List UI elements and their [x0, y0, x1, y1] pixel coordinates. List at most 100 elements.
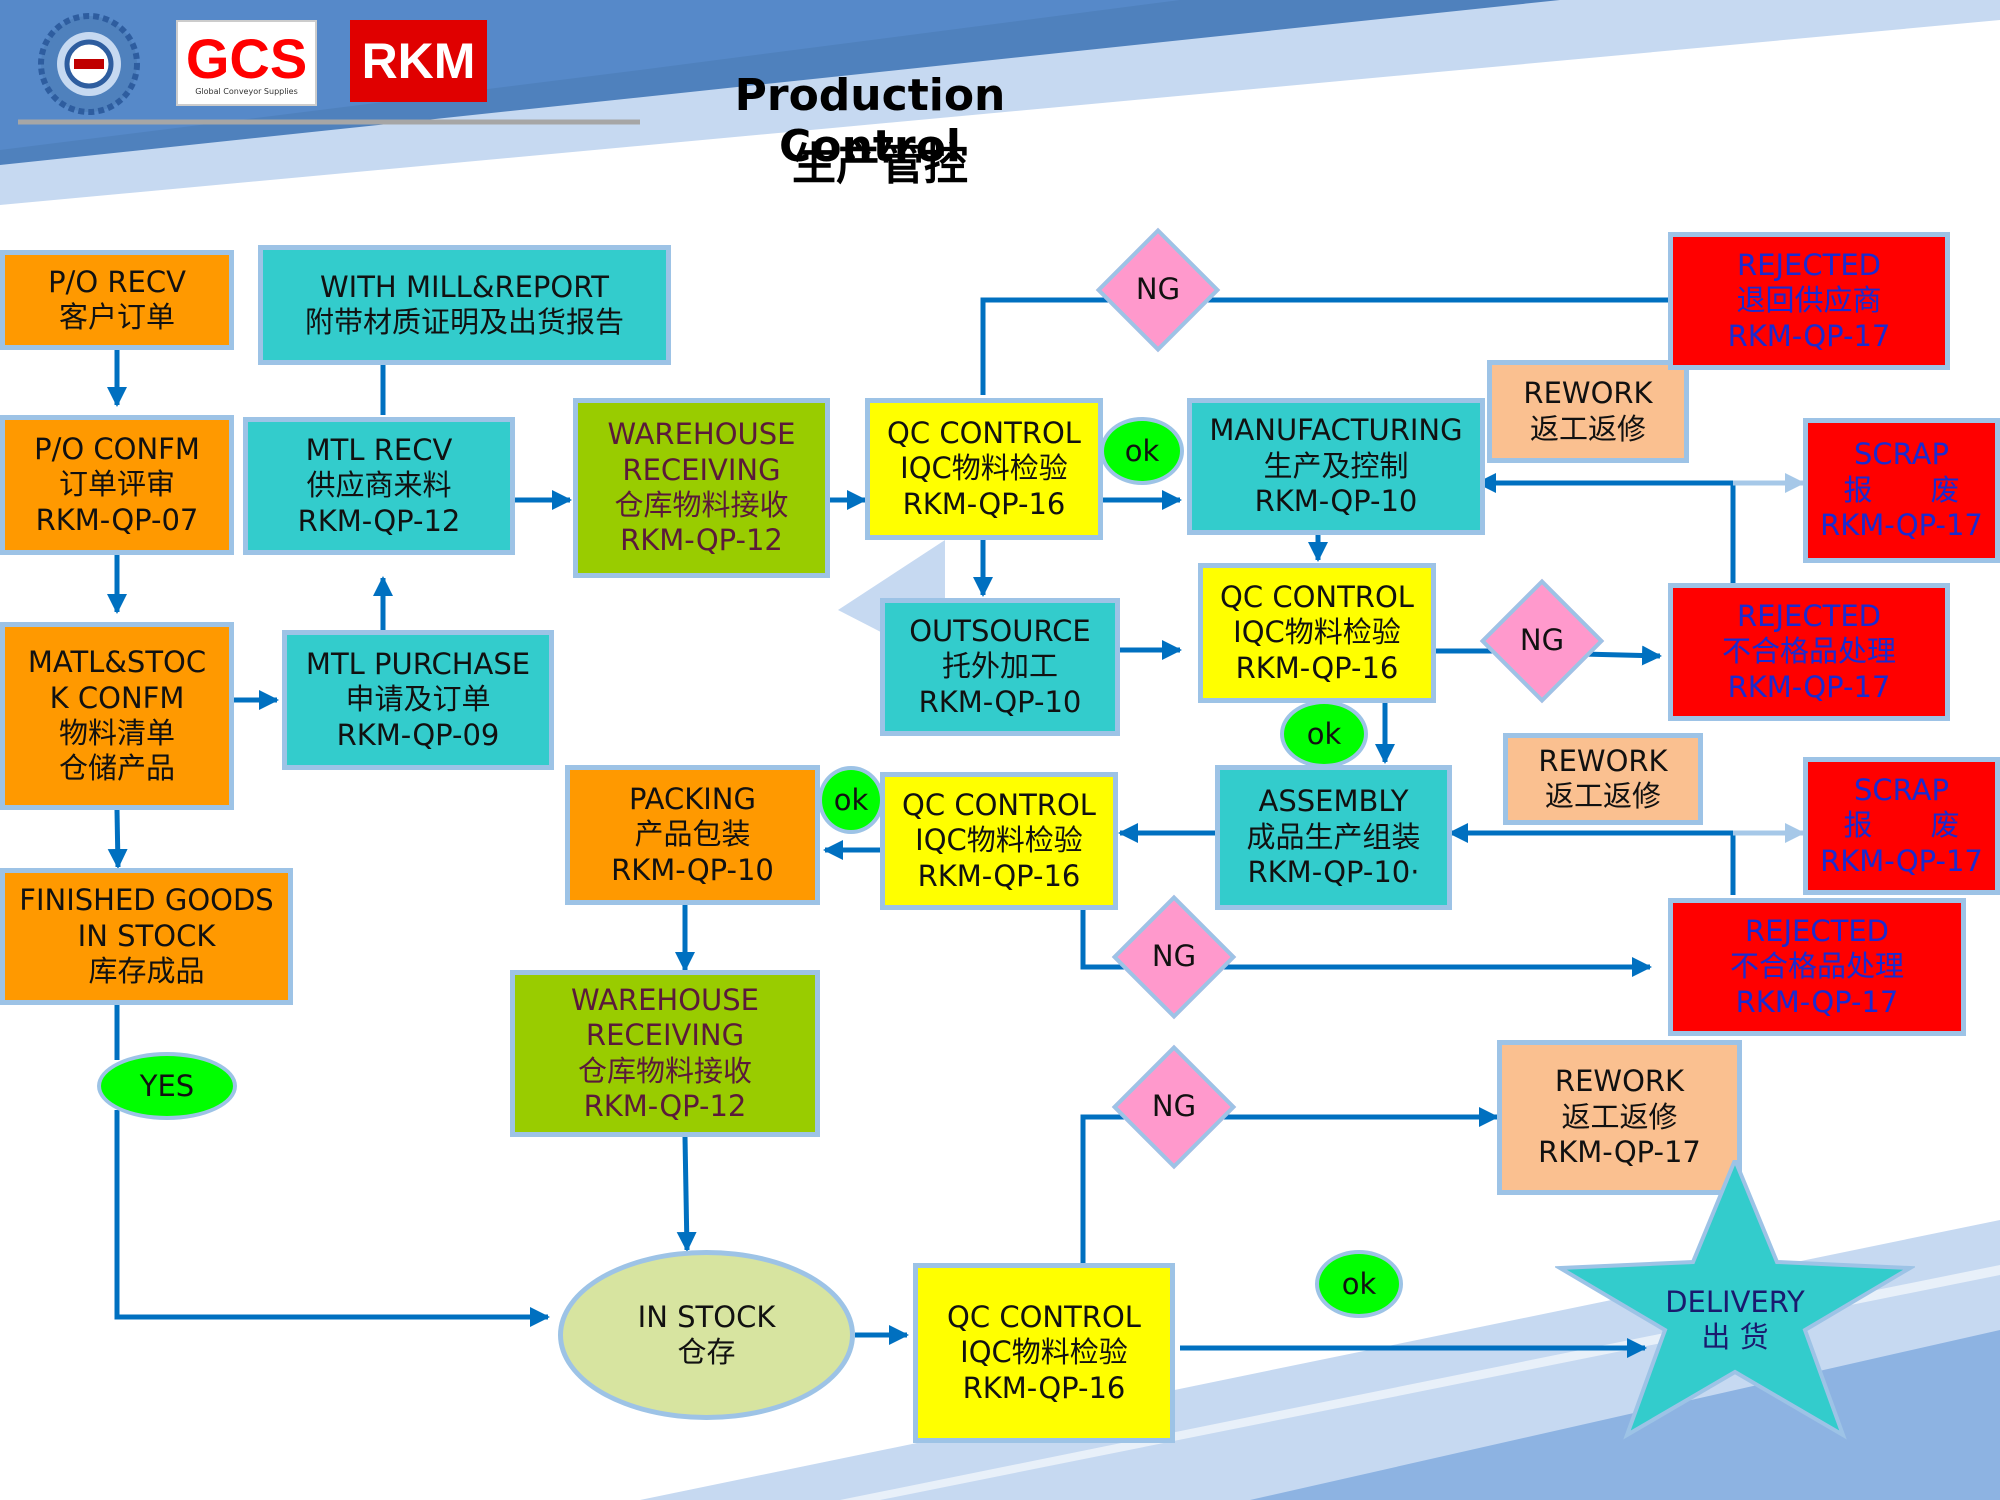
node-mtl-recv-line-2: 供应商来料	[306, 468, 452, 503]
gcs-logo: GCS Global Conveyor Supplies	[176, 20, 317, 106]
node-mtl-recv-line-1: MTL RECV	[305, 432, 453, 467]
ok-badge-2: ok	[1280, 700, 1368, 768]
ok-badge-1: ok	[1100, 417, 1184, 485]
node-matl-stock-confm-line-4: 仓储产品	[58, 751, 175, 786]
gcs-logo-subtitle: Global Conveyor Supplies	[195, 86, 298, 96]
company-gear-logo	[30, 12, 148, 117]
edge-qc1-to-ng1	[980, 297, 1118, 395]
node-warehouse-receiving-2-line-2: RECEIVING	[585, 1018, 745, 1053]
node-assembly-line-1: ASSEMBLY	[1258, 784, 1409, 819]
node-scrap-1-line-1: SCRAP	[1854, 437, 1949, 472]
edge-rejected3-to-assembly	[1448, 823, 1736, 895]
node-in-stock-line-1: IN STOCK	[637, 1299, 776, 1334]
node-rework-2-line-1: REWORK	[1538, 743, 1668, 778]
page-subtitle: 生产管控	[792, 139, 968, 190]
page-title: Production Control	[734, 70, 1006, 172]
node-rework-3-line-1: REWORK	[1554, 1064, 1685, 1099]
edge-yes-to-in-stock	[114, 1110, 550, 1327]
node-mill-report-line-2: 附带材质证明及出货报告	[304, 305, 624, 339]
node-delivery-star	[1555, 1160, 1915, 1440]
node-finished-goods-line-3: 库存成品	[88, 954, 205, 989]
node-matl-stock-confm-line-2: K CONFM	[49, 680, 185, 715]
edge-qc3-to-ng3	[1080, 910, 1130, 970]
node-warehouse-receiving-2-line-3: 仓库物料接收	[577, 1053, 752, 1088]
node-manufacturing-line-1: MANUFACTURING	[1209, 413, 1463, 448]
ok-badge-3: ok	[818, 766, 884, 834]
node-qc-control-2-line-3: RKM-QP-16	[1235, 650, 1399, 685]
rkm-logo-text: RKM	[361, 33, 476, 89]
node-mtl-purchase-line-2: 申请及订单	[345, 682, 491, 717]
node-assembly-line-3: RKM-QP-10·	[1247, 855, 1420, 890]
node-outsource-line-1: OUTSOURCE	[909, 613, 1091, 648]
node-scrap-2-line-2: 报 废	[1843, 808, 1960, 843]
node-warehouse-receiving-1-line-3: 仓库物料接收	[614, 488, 789, 522]
node-rework-1-line-2: 返工返修	[1529, 411, 1646, 446]
node-outsource-line-3: RKM-QP-10	[918, 684, 1082, 719]
node-qc-control-2-line-1: QC CONTROL	[1220, 579, 1414, 614]
decision-ng-4-label: NG	[1151, 1089, 1197, 1123]
node-rejected-2-line-3: RKM-QP-17	[1727, 669, 1891, 704]
node-po-confm-line-3: RKM-QP-07	[35, 502, 199, 537]
edge-matl-stock-to-finished	[107, 809, 128, 869]
node-rejected-3-line-2: 不合格品处理	[1729, 949, 1904, 984]
node-rejected-3-line-3: RKM-QP-17	[1735, 984, 1899, 1019]
node-scrap-2-line-1: SCRAP	[1854, 772, 1949, 807]
node-qc-control-1-line-3: RKM-QP-16	[902, 486, 1066, 521]
node-finished-goods-line-2: IN STOCK	[77, 918, 216, 953]
node-rework-1-line-1: REWORK	[1523, 376, 1653, 411]
node-delivery-line-2: 出 货	[1701, 1320, 1769, 1354]
node-outsource-line-2: 托外加工	[941, 649, 1058, 684]
node-mtl-purchase-line-3: RKM-QP-09	[336, 717, 500, 752]
rkm-logo: RKM	[350, 20, 487, 102]
node-delivery-line-1: DELIVERY	[1665, 1284, 1805, 1319]
node-matl-stock-confm-line-1: MATL&STOC	[27, 645, 207, 680]
node-qc-control-1-line-2: IQC物料检验	[900, 451, 1068, 486]
node-mtl-purchase-line-1: MTL PURCHASE	[305, 646, 531, 681]
node-packing-line-3: RKM-QP-10	[611, 852, 774, 887]
node-qc-control-4-line-3: RKM-QP-16	[962, 1370, 1126, 1405]
node-scrap-2-line-3: RKM-QP-17	[1820, 843, 1983, 878]
node-rejected-1-line-3: RKM-QP-17	[1727, 318, 1891, 353]
node-rework-3-line-2: 返工返修	[1561, 1099, 1678, 1134]
node-qc-control-4-line-2: IQC物料检验	[960, 1335, 1128, 1370]
node-qc-control-2-line-2: IQC物料检验	[1233, 615, 1401, 650]
edge-warehouse2-to-in-stock	[676, 1136, 697, 1252]
node-po-confm-line-1: P/O CONFM	[34, 431, 200, 466]
node-warehouse-receiving-1-line-4: RKM-QP-12	[620, 523, 783, 558]
node-manufacturing-line-3: RKM-QP-10	[1254, 484, 1418, 519]
edge-qc4-to-ng4	[1080, 1114, 1133, 1263]
node-qc-control-3-line-1: QC CONTROL	[902, 787, 1096, 822]
yes-badge: YES	[97, 1052, 237, 1120]
node-rejected-2-line-2: 不合格品处理	[1721, 634, 1896, 669]
node-in-stock-line-2: 仓存	[677, 1335, 736, 1369]
node-rejected-2-line-1: REJECTED	[1737, 598, 1881, 633]
node-warehouse-receiving-1-line-2: RECEIVING	[622, 452, 781, 487]
node-qc-control-4-line-1: QC CONTROL	[947, 1299, 1141, 1334]
node-qc-control-3-line-3: RKM-QP-16	[917, 858, 1081, 893]
node-rejected-3-line-1: REJECTED	[1745, 913, 1889, 948]
node-warehouse-receiving-1-line-1: WAREHOUSE	[607, 417, 796, 452]
node-scrap-1-line-3: RKM-QP-17	[1820, 508, 1983, 543]
